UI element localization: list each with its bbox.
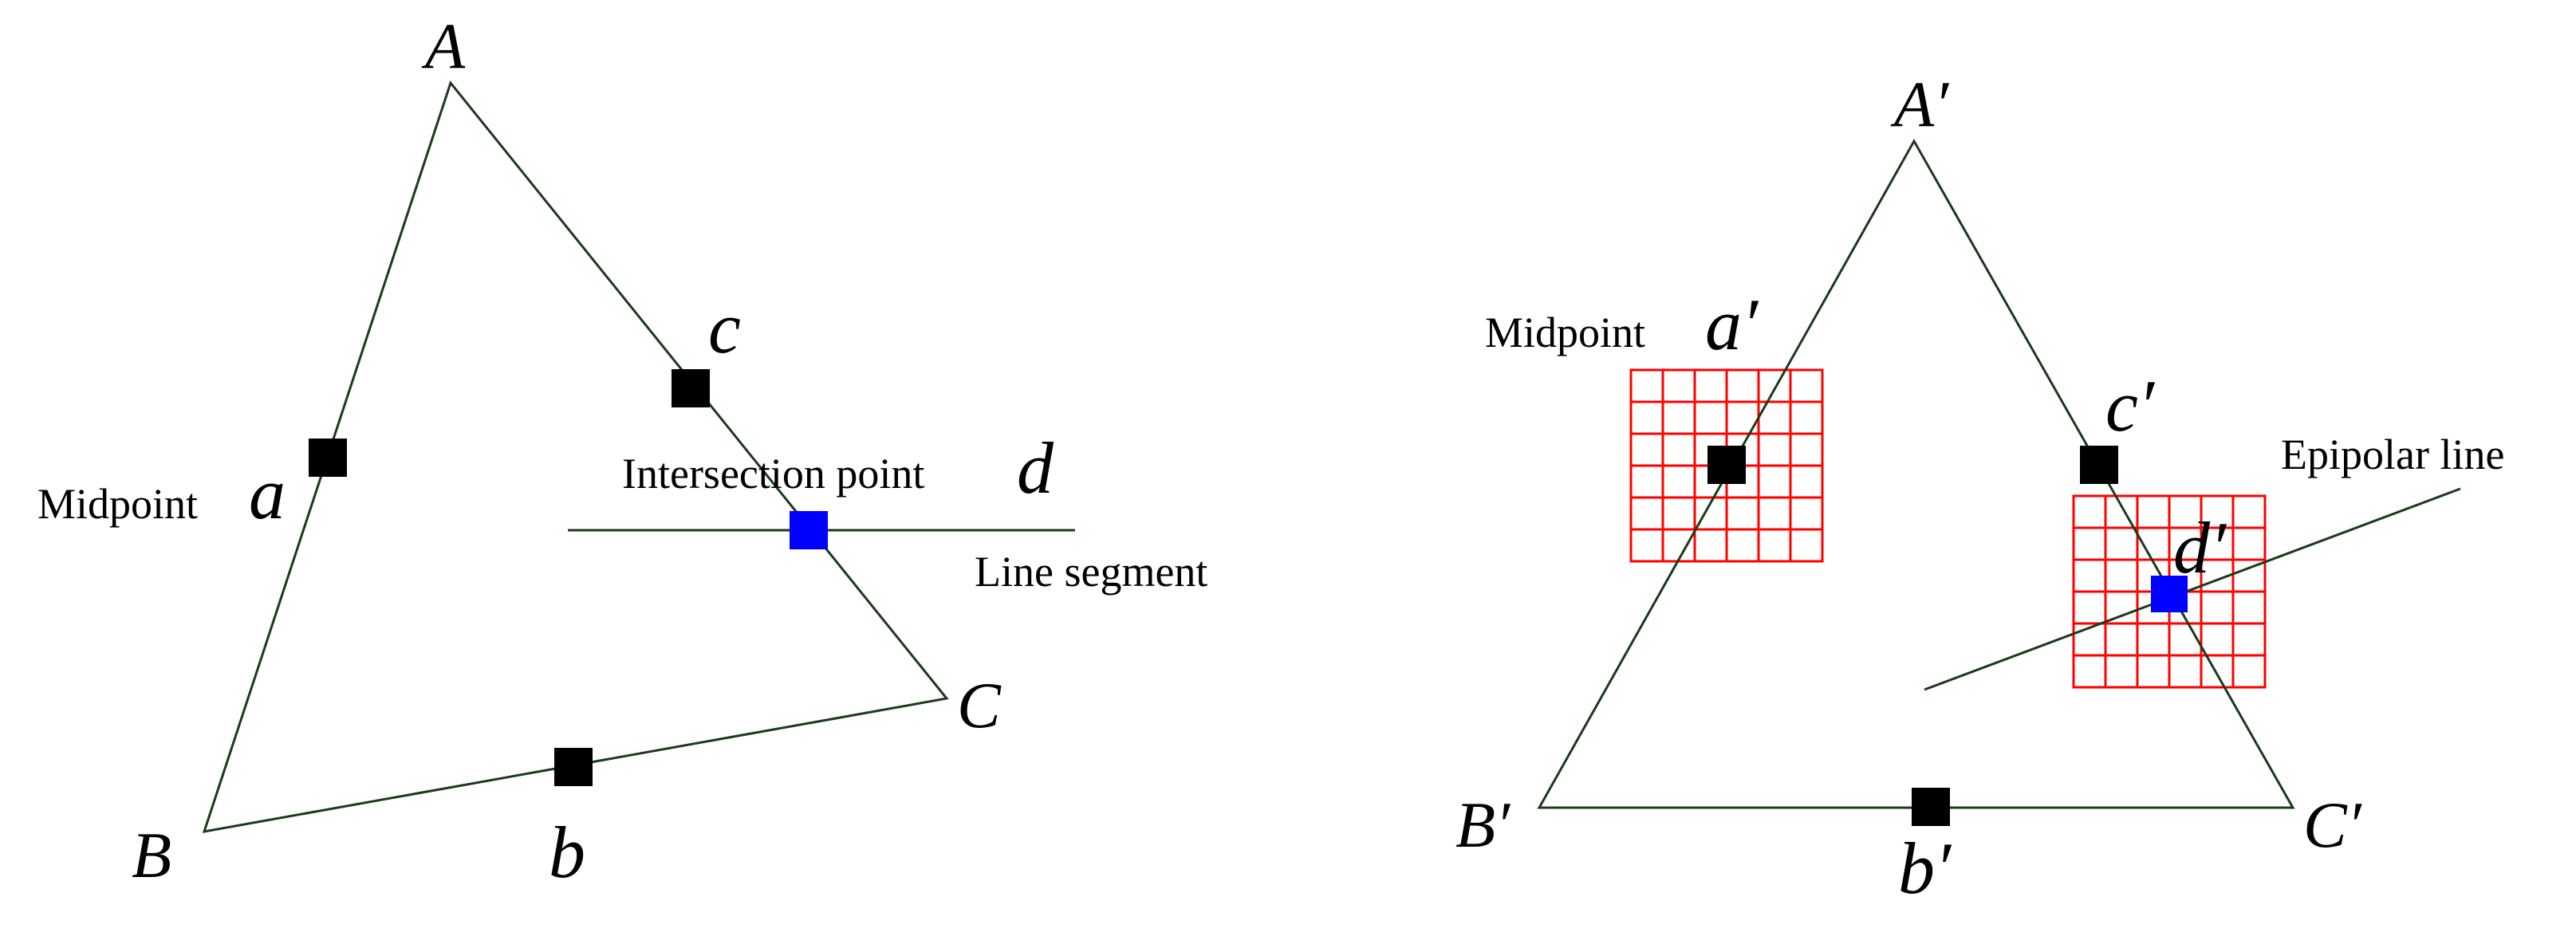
right-figure: A′ B′ C′ Midpoint a′ b′ c′ d′ Epipolar l…	[1455, 68, 2504, 909]
point-b-label: b	[549, 812, 585, 893]
epipolar-line-label: Epipolar line	[2281, 431, 2504, 478]
epipolar-line	[1924, 487, 2461, 691]
intersection-d-marker	[790, 511, 828, 549]
midpoint-a-marker	[309, 439, 347, 477]
point-c-prime-marker	[2080, 446, 2118, 484]
point-b-prime-marker	[1912, 788, 1950, 826]
point-b-prime-label: b′	[1898, 828, 1952, 909]
point-d-prime-label: d′	[2173, 507, 2227, 588]
vertex-B-label: B	[132, 819, 171, 891]
line-segment-label: Line segment	[975, 548, 1207, 596]
midpoint-label-left: Midpoint	[37, 480, 198, 528]
left-figure: A B C Midpoint a b c Intersection point …	[37, 10, 1207, 893]
right-triangle	[1537, 138, 2295, 809]
search-window-d	[2072, 494, 2267, 689]
point-a-label: a	[249, 453, 286, 534]
point-c-prime-label: c′	[2105, 365, 2156, 446]
point-c-marker	[672, 369, 710, 407]
point-b-marker	[554, 748, 593, 786]
point-c-label: c	[708, 287, 741, 368]
vertex-A-label: A	[421, 10, 466, 82]
point-d-label: d	[1017, 427, 1054, 509]
point-a-prime-label: a′	[1705, 284, 1759, 365]
vertex-C-prime-label: C′	[2303, 789, 2362, 861]
intersection-d-prime-marker	[2151, 576, 2188, 612]
vertex-A-prime-label: A′	[1890, 68, 1949, 140]
intersection-point-label: Intersection point	[622, 450, 924, 498]
midpoint-label-right: Midpoint	[1485, 309, 1645, 356]
vertex-C-label: C	[957, 669, 1002, 741]
vertex-B-prime-label: B′	[1455, 789, 1511, 861]
midpoint-a-prime-marker	[1707, 446, 1746, 484]
